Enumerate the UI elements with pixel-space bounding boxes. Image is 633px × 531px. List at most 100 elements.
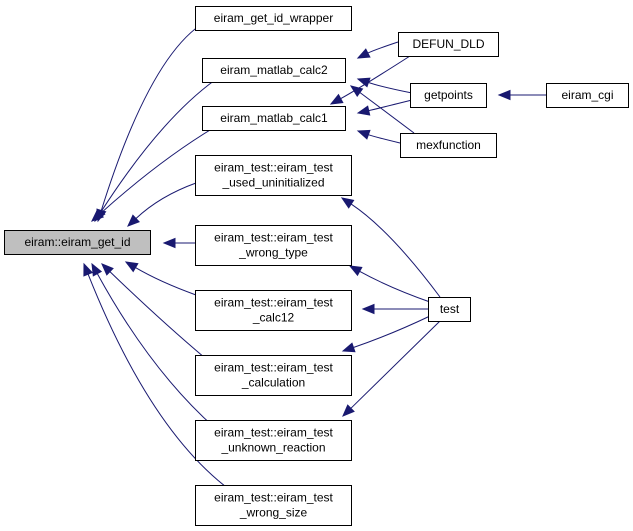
node-used-uninit[interactable]: eiram_test::eiram_test_used_uninitialize… xyxy=(195,155,352,196)
node-label: eiram_test::eiram_test xyxy=(214,161,333,175)
arrow-head-icon xyxy=(101,263,114,276)
edge-test-to-wrong_type xyxy=(348,265,431,303)
node-wrong-type[interactable]: eiram_test::eiram_test_wrong_type xyxy=(195,225,352,266)
node-label: eiram_test::eiram_test xyxy=(214,426,333,440)
node-label: _calculation xyxy=(241,376,305,390)
arrow-head-icon xyxy=(361,303,375,315)
node-test[interactable]: test xyxy=(428,297,471,322)
node-root[interactable]: eiram::eiram_get_id xyxy=(4,230,151,255)
arrow-head-icon xyxy=(356,129,371,140)
node-calc12[interactable]: eiram_test::eiram_test_calc12 xyxy=(195,290,352,331)
edge-line xyxy=(135,267,197,296)
arrow-head-icon xyxy=(329,93,344,105)
arrow-head-icon xyxy=(349,85,364,97)
node-unknown-reaction[interactable]: eiram_test::eiram_test_unknown_reaction xyxy=(195,420,352,461)
node-label: eiram_test::eiram_test xyxy=(214,491,333,505)
node-label: _used_uninitialized xyxy=(221,176,324,190)
node-box xyxy=(400,133,497,158)
arrow-head-icon xyxy=(356,105,371,116)
edge-line xyxy=(368,99,413,112)
arrow-head-icon xyxy=(162,237,176,249)
edge-line xyxy=(368,82,413,94)
edge-test-to-calculation xyxy=(341,315,431,353)
node-mexfunction[interactable]: mexfunction xyxy=(400,133,497,158)
edge-eiram_cgi-to-getpoints xyxy=(497,89,547,101)
node-box xyxy=(195,155,352,196)
node-calc2[interactable]: eiram_matlab_calc2 xyxy=(202,58,346,83)
arrow-head-icon xyxy=(83,262,94,277)
arrow-head-icon xyxy=(348,265,363,277)
edge-line xyxy=(350,203,441,298)
arrow-head-icon xyxy=(497,89,511,101)
edge-line xyxy=(135,182,197,219)
edge-calculation-to-root xyxy=(101,263,206,359)
edge-getpoints-to-calc2 xyxy=(356,77,413,94)
node-label: eiram_test::eiram_test xyxy=(214,296,333,310)
node-label: eiram_get_id_wrapper xyxy=(214,11,333,25)
edge-line xyxy=(359,270,431,303)
node-calc1[interactable]: eiram_matlab_calc1 xyxy=(202,106,346,131)
node-box xyxy=(398,32,499,57)
node-eiram-cgi[interactable]: eiram_cgi xyxy=(546,83,629,108)
edge-line xyxy=(368,134,401,144)
edge-wrong_size-to-root xyxy=(83,262,231,491)
node-box xyxy=(195,290,352,331)
node-calculation[interactable]: eiram_test::eiram_test_calculation xyxy=(195,355,352,396)
node-wrapper[interactable]: eiram_get_id_wrapper xyxy=(195,6,352,31)
node-label: test xyxy=(440,302,460,316)
edge-line xyxy=(87,274,231,491)
arrow-head-icon xyxy=(340,197,355,209)
node-box xyxy=(546,83,629,108)
edge-defun_dld-to-calc1 xyxy=(329,55,411,105)
edge-unknown_reaction-to-root xyxy=(91,262,216,429)
node-box xyxy=(4,230,151,255)
node-defun-dld[interactable]: DEFUN_DLD xyxy=(398,32,499,57)
edge-calc1-to-root xyxy=(91,126,216,222)
node-label: _unknown_reaction xyxy=(220,441,325,455)
edge-wrong_type-to-root xyxy=(162,237,196,249)
edge-test-to-unknown_reaction xyxy=(342,320,441,417)
edge-line xyxy=(359,92,415,134)
arrow-head-icon xyxy=(124,261,139,273)
node-label: _calc12 xyxy=(252,311,295,325)
node-getpoints[interactable]: getpoints xyxy=(410,83,487,108)
node-label: eiram_cgi xyxy=(561,88,613,102)
edge-wrapper-to-root xyxy=(96,21,206,223)
edge-line xyxy=(100,21,206,211)
node-label: eiram_matlab_calc1 xyxy=(220,111,328,125)
node-label: getpoints xyxy=(424,88,473,102)
edge-line xyxy=(367,41,399,54)
edge-calc12-to-root xyxy=(124,261,197,296)
node-wrong-size[interactable]: eiram_test::eiram_test_wrong_size xyxy=(195,485,352,526)
node-box xyxy=(195,485,352,526)
edge-line xyxy=(96,273,216,429)
node-label: eiram_test::eiram_test xyxy=(214,231,333,245)
node-box xyxy=(202,106,346,131)
edge-line xyxy=(350,320,441,409)
node-box xyxy=(195,225,352,266)
edge-calc2-to-root xyxy=(94,79,216,223)
node-box xyxy=(195,420,352,461)
edge-line xyxy=(100,79,216,213)
arrow-head-icon xyxy=(91,209,105,222)
edge-defun_dld-to-calc2 xyxy=(356,41,399,59)
node-label: mexfunction xyxy=(416,138,481,152)
node-box xyxy=(195,6,352,31)
edge-line xyxy=(109,271,206,359)
node-box xyxy=(195,355,352,396)
node-box xyxy=(428,297,471,322)
node-label: DEFUN_DLD xyxy=(412,37,484,51)
edge-mexfunction-to-calc1 xyxy=(356,129,401,144)
node-box xyxy=(410,83,487,108)
edge-used_uninit-to-root xyxy=(127,182,197,227)
arrow-head-icon xyxy=(127,214,140,227)
edge-line xyxy=(99,126,216,215)
edge-mexfunction-to-calc2 xyxy=(349,85,415,134)
arrow-head-icon xyxy=(342,404,355,417)
edge-line xyxy=(340,55,411,100)
node-label: _wrong_type xyxy=(238,246,308,260)
nodes-layer: eiram::eiram_get_id eiram_get_id_wrappere… xyxy=(4,6,629,526)
node-label: _wrong_size xyxy=(239,506,308,520)
edges-layer xyxy=(83,21,547,491)
